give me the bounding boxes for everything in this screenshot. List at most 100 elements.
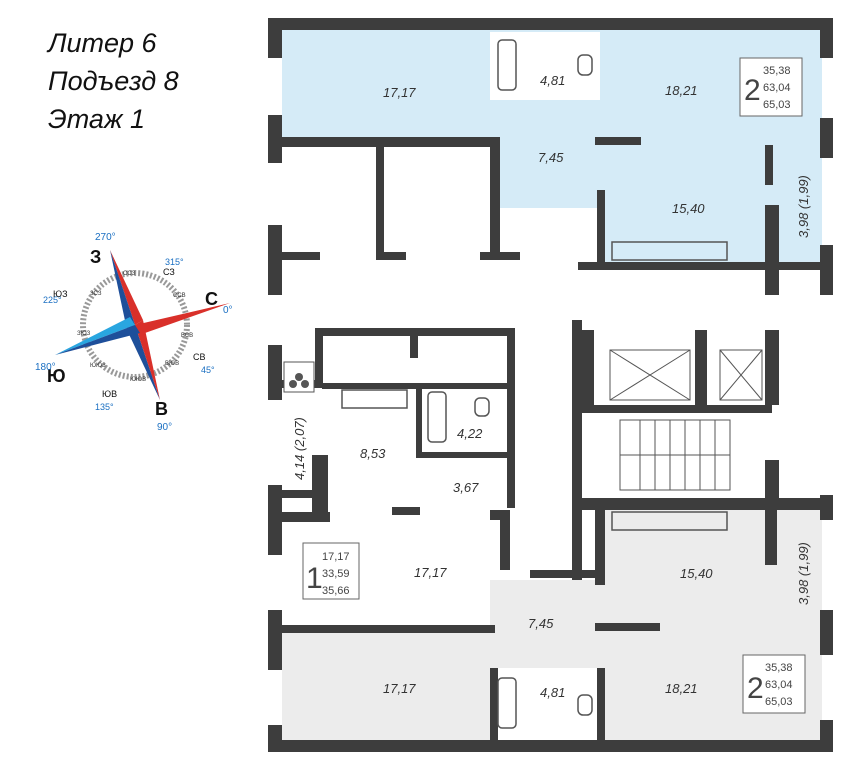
apartment-top[interactable] [282, 30, 822, 262]
deg-90: 90° [157, 422, 172, 433]
minor-label: ЗЮЗ [77, 331, 91, 337]
nw-label: СЗ [163, 267, 175, 277]
apartment-bottom[interactable] [282, 510, 822, 740]
compass-ring [80, 270, 190, 380]
ne-label: СВ [193, 352, 206, 362]
compass-north-arrow [135, 303, 230, 333]
wall-segment [392, 507, 420, 515]
hall-area-label: 3,67 [453, 480, 479, 495]
sw-label: ЮЗ [53, 289, 68, 299]
toilet-icon [577, 54, 593, 76]
compass-west-arrow-shade [110, 250, 135, 330]
minor-label: ВСВ [181, 333, 193, 339]
entrance-label: Подъезд 8 [48, 66, 179, 96]
deg-0: 0° [223, 305, 233, 316]
minor-label: ВЮВ [165, 361, 179, 367]
ventilation-fan-icon [283, 361, 315, 393]
deg-270: 270° [95, 232, 116, 243]
compass-west-arrow [110, 250, 143, 325]
wall-segment [416, 452, 511, 458]
wall-segment [315, 328, 323, 388]
living-area: 35,38 [763, 65, 791, 77]
elevator-right [719, 349, 763, 401]
total-area: 33,59 [322, 568, 350, 580]
wall-segment [268, 740, 833, 752]
wall-segment [268, 18, 282, 58]
wall-segment [595, 623, 660, 631]
total-area: 63,04 [763, 82, 791, 94]
hall-area-label: 7,45 [528, 616, 554, 631]
east-label: В [155, 399, 168, 419]
wall-segment [268, 225, 282, 295]
bathtub-icon [497, 39, 517, 91]
wall-segment [490, 668, 498, 748]
wall-segment [765, 510, 777, 565]
minor-label: ССЗ [123, 271, 136, 277]
room-area-label: 18,21 [665, 83, 698, 98]
toilet-icon [577, 694, 593, 716]
balcony-area-label: 3,98 (1,99) [796, 175, 811, 238]
wall-segment [416, 383, 422, 455]
bathtub-icon [497, 677, 517, 729]
wall-segment [572, 320, 582, 580]
wall-segment [595, 510, 605, 585]
apartment-badge-top[interactable] [739, 57, 803, 117]
deg-135: 135° [95, 402, 114, 412]
bath-area-label: 4,81 [540, 685, 565, 700]
wall-segment [282, 252, 320, 260]
wall-segment [268, 485, 282, 555]
total-area: 63,04 [765, 679, 793, 691]
wall-segment [312, 455, 328, 515]
toilet-icon [474, 397, 490, 417]
wall-segment [268, 18, 833, 30]
wall-segment [268, 345, 282, 400]
kitchen-counter-icon [611, 241, 728, 261]
rooms-count: 1 [306, 562, 323, 595]
total-area-with-balcony: 65,03 [765, 696, 793, 708]
wall-segment [820, 118, 833, 158]
compass-south-arrow [55, 317, 135, 355]
total-area-with-balcony: 35,66 [322, 585, 350, 597]
wall-segment [282, 512, 330, 522]
wall-segment [268, 115, 282, 163]
wall-segment [595, 137, 641, 145]
wall-segment [282, 137, 497, 147]
kitchen-area-label: 8,53 [360, 446, 386, 461]
rooms-count: 2 [747, 672, 764, 705]
west-label: З [90, 247, 101, 267]
wall-segment [500, 510, 510, 570]
wall-segment [282, 490, 322, 498]
compass-east-arrow-shade [135, 320, 160, 400]
wall-segment [820, 610, 833, 655]
room-area-label: 17,17 [414, 565, 447, 580]
balcony-area-label: 3,98 (1,99) [796, 542, 811, 605]
wall-segment [582, 405, 772, 413]
wall-segment [765, 145, 773, 185]
apartment-badge-bottom[interactable] [742, 654, 806, 714]
compass-east-arrow [127, 325, 160, 400]
north-label: С [205, 289, 218, 309]
room-area-label: 17,17 [383, 85, 416, 100]
wall-segment [490, 137, 500, 252]
kitchen-area-label: 15,40 [680, 566, 713, 581]
room-area-label: 18,21 [665, 681, 698, 696]
floor-label: Этаж 1 [48, 104, 146, 134]
deg-45: 45° [201, 365, 215, 375]
compass-south-arrow-shade [55, 325, 140, 355]
wall-segment [578, 262, 833, 270]
deg-315: 315° [165, 257, 184, 267]
minor-label: ССВ [173, 293, 186, 299]
wall-segment [507, 328, 515, 508]
wall-segment [582, 498, 832, 510]
total-area-with-balcony: 65,03 [763, 99, 791, 111]
wall-segment [270, 625, 495, 633]
balcony-area-label: 4,14 (2,07) [292, 417, 307, 480]
apartment-badge-left[interactable] [302, 542, 360, 600]
bathtub-icon [427, 391, 447, 443]
wall-segment [695, 330, 707, 405]
hall-area-label: 7,45 [538, 150, 564, 165]
minor-label: ЗСЗ [90, 291, 102, 297]
wall-segment [597, 668, 605, 748]
minor-label: ЮЮВ [130, 377, 146, 383]
